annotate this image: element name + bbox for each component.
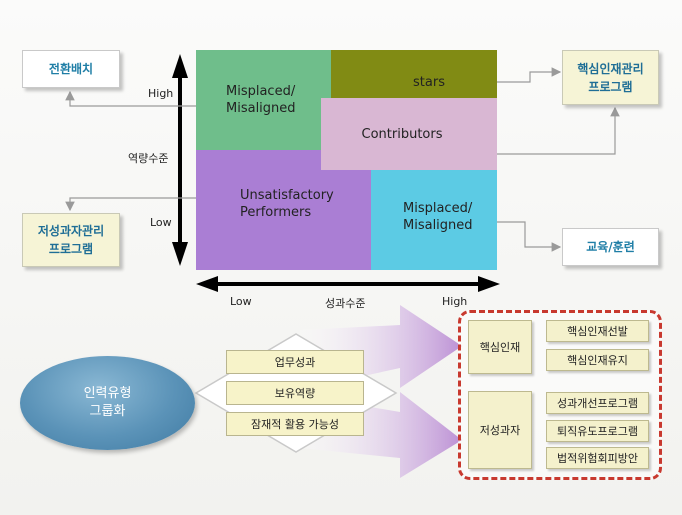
program-label-line: 프로그램	[48, 242, 94, 256]
criteria-label: 보유역량	[274, 387, 316, 400]
quadrant-label-line: stars	[413, 74, 445, 90]
y-axis-arrow	[172, 54, 188, 266]
quadrant-label-line: Misaligned	[226, 101, 296, 116]
group-item-label: 퇴직유도프로그램	[557, 425, 638, 438]
group-item: 핵심인재유지	[546, 349, 649, 371]
quadrant-label-line: Misaligned	[403, 218, 473, 233]
x-axis-title: 성과수준	[325, 297, 366, 310]
criteria-bar: 잠재적 활용 가능성	[226, 412, 364, 436]
quadrant-contributors: Contributors	[321, 98, 497, 170]
grouping-ellipse: 인력유형 그룹화	[20, 356, 195, 450]
low-performer-program-box: 저성과자관리 프로그램	[22, 213, 120, 267]
group-item-label: 성과개선프로그램	[557, 397, 638, 410]
group-low-performer: 저성과자	[468, 391, 532, 469]
ellipse-label-line: 인력유형	[83, 386, 132, 401]
y-axis-high-label: High	[148, 87, 174, 100]
y-axis-title: 역량수준	[128, 152, 169, 165]
quadrant-label-line: Misplaced/	[226, 84, 296, 99]
y-axis-low-label: Low	[150, 216, 172, 229]
quadrant-label-line: Unsatisfactory	[240, 188, 334, 203]
quadrant-label-line: Misplaced/	[403, 201, 473, 216]
program-label-line: 핵심인재관리	[577, 61, 644, 76]
criteria-label: 업무성과	[274, 356, 316, 369]
quadrant-misplaced-top: Misplaced/ Misaligned	[196, 50, 331, 150]
x-axis-high-label: High	[442, 295, 468, 308]
training-label: 교육/훈련	[586, 240, 635, 254]
group-item: 성과개선프로그램	[546, 392, 649, 414]
group-name: 핵심인재	[479, 341, 521, 354]
criteria-bar: 업무성과	[226, 350, 364, 374]
program-label-line: 저성과자관리	[37, 224, 105, 238]
reassign-label: 전환배치	[48, 62, 94, 76]
program-label-line: 프로그램	[588, 79, 633, 94]
reassign-box: 전환배치	[22, 50, 120, 88]
x-axis-arrow	[196, 276, 500, 292]
quadrant-misplaced-bottom: Misplaced/ Misaligned	[371, 170, 497, 270]
training-box: 교육/훈련	[562, 228, 659, 266]
criteria-bar: 보유역량	[226, 381, 364, 405]
ellipse-label-line: 그룹화	[89, 404, 126, 419]
quadrant-unsatisfactory: Unsatisfactory Performers	[196, 150, 371, 270]
group-item: 법적위험회피방안	[546, 447, 649, 469]
group-item-label: 핵심인재선발	[567, 325, 628, 338]
group-item-label: 핵심인재유지	[567, 354, 628, 367]
group-item: 핵심인재선발	[546, 320, 649, 342]
x-axis-low-label: Low	[230, 295, 252, 308]
criteria-label: 잠재적 활용 가능성	[251, 418, 339, 431]
quadrant-label-line: Performers	[240, 205, 312, 220]
quadrant-label-line: Contributors	[361, 126, 443, 142]
core-talent-program-box: 핵심인재관리 프로그램	[562, 50, 659, 105]
group-item: 퇴직유도프로그램	[546, 420, 649, 442]
group-item-label: 법적위험회피방안	[557, 452, 638, 465]
group-name: 저성과자	[479, 424, 521, 437]
group-core-talent: 핵심인재	[468, 320, 532, 374]
